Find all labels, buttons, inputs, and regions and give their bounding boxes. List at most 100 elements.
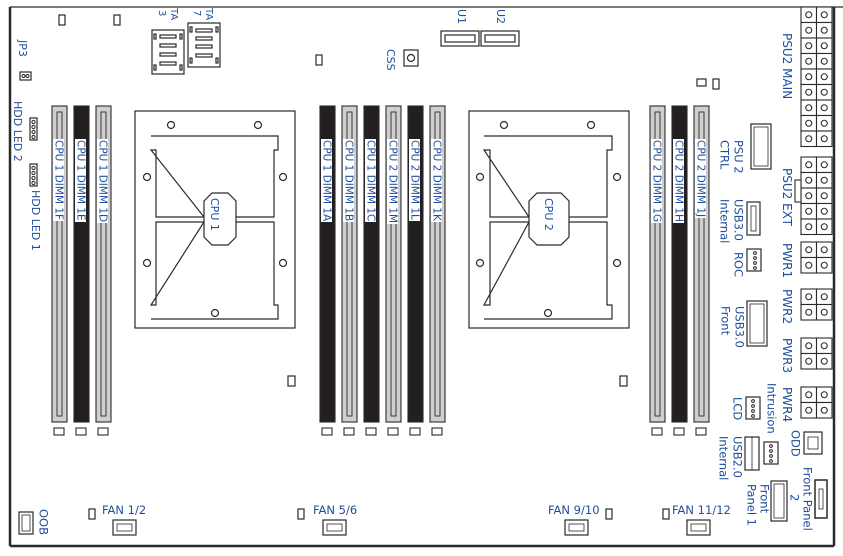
small-component [712, 78, 720, 90]
pwr3-pin [800, 337, 818, 355]
pwr4-pin [815, 386, 833, 404]
fan-5-6-label: FAN 5/6 [313, 503, 358, 517]
dimm-latch [695, 427, 707, 436]
psu2-ext-pin [800, 202, 818, 220]
hdd-led-1-header [29, 163, 38, 187]
fan-9-10-label: FAN 9/10 [548, 503, 600, 517]
psu2-ctrl-label-1: PSU 2 [731, 140, 746, 174]
hdd-led-2-label: HDD LED 2 [11, 101, 24, 162]
psu2-main-pin [800, 99, 818, 117]
pu2-slot [480, 30, 520, 47]
pwr1-label: PWR1 [780, 243, 794, 279]
usb20-internal-label-1: USB2.0 [730, 436, 745, 478]
front-panel-2-label-1: Front Panel [800, 467, 815, 531]
pwr3-pin [800, 352, 818, 370]
dimm-latch [321, 427, 333, 436]
small-component [696, 78, 707, 87]
odd-label: ODD [788, 430, 803, 457]
usb30-internal-port [746, 201, 761, 236]
fan-5-6-header [322, 519, 347, 536]
psu2-ext-label: PSU2 EXT [780, 168, 794, 227]
pwr4-pin [815, 401, 833, 419]
psu2-ext-pin [815, 156, 833, 174]
intrusion-label: Intrusion [764, 383, 779, 434]
dimm-label: CPU 2 DIMM 1L [408, 139, 421, 221]
fan-1-2-header [112, 519, 137, 536]
usb30-internal-label-1: USB3.0 [731, 199, 746, 241]
dimm-latch [365, 427, 377, 436]
cpu-1-label: CPU 1 [208, 198, 221, 231]
front-panel-2-header [814, 479, 828, 519]
psu2-main-pin [800, 52, 818, 70]
psu2-main-pin [815, 52, 833, 70]
lcd-header [745, 396, 761, 420]
small-component [287, 375, 296, 387]
dimm-label: CPU 2 DIMM 1H [672, 139, 685, 223]
odd-header [803, 431, 823, 455]
dimm-latch [97, 427, 109, 436]
pwr4-pin [800, 401, 818, 419]
psu2-main-pin [815, 68, 833, 86]
psu2-main-pin [815, 99, 833, 117]
hdd-led-1-label: HDD LED 1 [29, 190, 42, 251]
sata-b-label: TA [203, 8, 214, 21]
hdd-led-2-header [29, 117, 38, 141]
psu2-ctrl-header [750, 123, 772, 170]
pwr1-pin [800, 256, 818, 274]
intrusion-header [763, 441, 779, 465]
psu2-main-pin [815, 83, 833, 101]
psu2-main-pin [800, 114, 818, 132]
psu2-main-pin [800, 37, 818, 55]
dimm-latch [343, 427, 355, 436]
fan-1-2-label: FAN 1/2 [102, 503, 147, 517]
usb20-internal-label-2: Internal [716, 436, 731, 481]
psu2-main-pin [800, 130, 818, 148]
dimm-label: CPU 1 DIMM 1A [320, 139, 333, 223]
psu2-ext-pin [815, 171, 833, 189]
lcd-label: LCD [730, 397, 745, 421]
psu2-main-pin [815, 6, 833, 24]
usb30-front-label-1: USB3.0 [732, 306, 747, 348]
psu2-ext-pin [815, 218, 833, 236]
front-panel-1-header [770, 480, 788, 522]
usb30-front-label-2: Front [718, 306, 733, 336]
pwr1-pin [800, 241, 818, 259]
usb30-front-header [746, 300, 768, 347]
small-component [605, 508, 613, 520]
psu2-ext-pin [800, 156, 818, 174]
fan-11-12-label: FAN 11/12 [672, 503, 731, 517]
psu2-ext-pin [815, 187, 833, 205]
css-switch [403, 49, 419, 67]
front-panel-1-label-1: Front [757, 484, 772, 514]
dimm-latch [673, 427, 685, 436]
pwr2-pin [815, 288, 833, 306]
small-component [619, 375, 628, 387]
jp3-jumper [19, 71, 32, 81]
dimm-latch [75, 427, 87, 436]
pwr2-pin [800, 303, 818, 321]
dimm-latch [53, 427, 65, 436]
pwr-connectors [800, 241, 833, 419]
dimm-latch [409, 427, 421, 436]
small-component [297, 508, 305, 520]
pwr3-pin [815, 337, 833, 355]
psu2-ext-pin [800, 218, 818, 236]
psu2-main-pin [800, 68, 818, 86]
cpu-2-socket [468, 110, 630, 329]
psu2-main-pin [815, 21, 833, 39]
psu2-main-pin [800, 83, 818, 101]
cpu-1-socket [134, 110, 296, 329]
pu1-slot [440, 30, 480, 47]
dimm-latch [387, 427, 399, 436]
psu2-main-pin [815, 114, 833, 132]
dimm-label: CPU 2 DIMM 1J [694, 139, 707, 219]
oob-label: OOB [36, 509, 51, 535]
dimm-label: CPU 2 DIMM 1K [430, 139, 443, 222]
dimm-label: CPU 1 DIMM 1C [364, 139, 377, 223]
small-component [88, 508, 96, 520]
pwr3-pin [815, 352, 833, 370]
jp3-label: JP3 [16, 40, 29, 57]
psu2-main-label: PSU2 MAIN [780, 33, 794, 100]
pwr1-pin [815, 256, 833, 274]
psu2-ctrl-label-2: CTRL [717, 140, 732, 170]
